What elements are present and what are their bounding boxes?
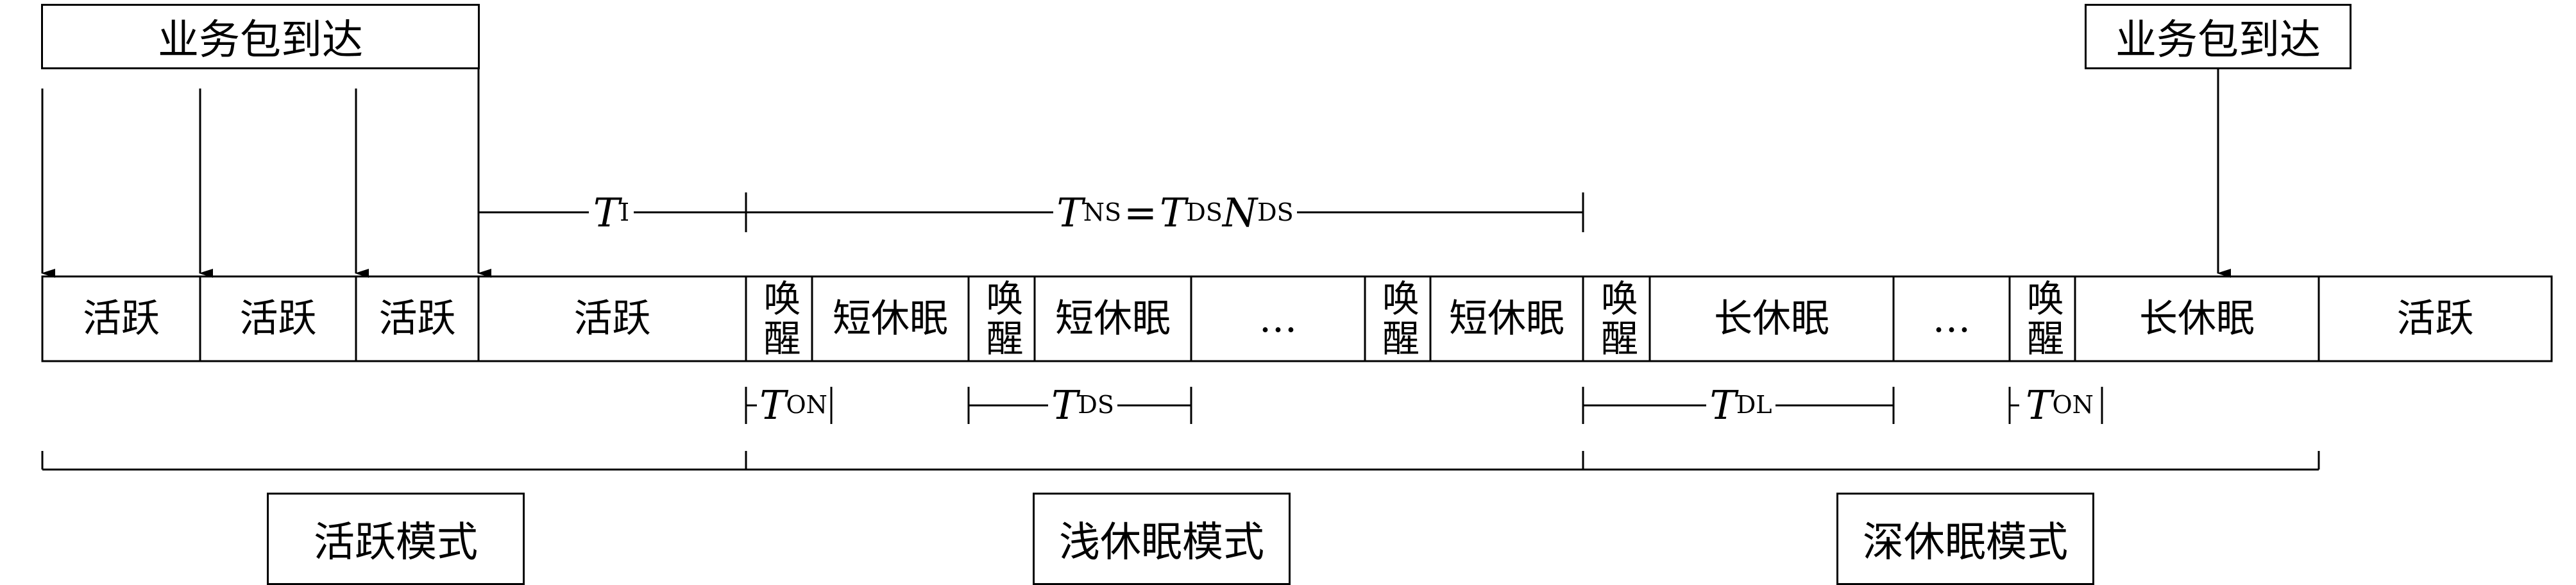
- mode-light-sleep-box: 浅休眠模式: [1033, 493, 1291, 585]
- segment-wake-1: 唤醒: [757, 279, 801, 359]
- segment-wake-5: 唤醒: [2021, 279, 2064, 359]
- arrival-label-right: 业务包到达: [2085, 4, 2351, 69]
- segment-dividers: [199, 276, 2320, 361]
- span-lines-top: [479, 192, 1584, 232]
- segment-active-5: 活跃: [2396, 296, 2474, 341]
- segment-wake-3: 唤醒: [1376, 279, 1419, 359]
- span-lines-bottom: [745, 387, 2103, 424]
- arrival-arrows: [41, 69, 2231, 278]
- segment-long-sleep-1: 长休眠: [1714, 296, 1829, 341]
- segment-ellipsis-2: …: [1932, 296, 1971, 341]
- segment-short-sleep-2: 短休眠: [1055, 296, 1171, 341]
- arrival-label-left: 业务包到达: [41, 4, 480, 69]
- segment-wake-2: 唤醒: [979, 279, 1024, 359]
- timeline-bar: [41, 275, 2553, 362]
- segment-wake-4: 唤醒: [1595, 279, 1638, 359]
- mode-brackets: [41, 451, 2320, 471]
- segment-short-sleep-1: 短休眠: [833, 296, 948, 341]
- mode-active-box: 活跃模式: [267, 493, 525, 585]
- segment-long-sleep-2: 长休眠: [2139, 296, 2255, 341]
- segment-short-sleep-3: 短休眠: [1449, 296, 1564, 341]
- segment-active-3: 活跃: [378, 296, 456, 341]
- segment-active-1: 活跃: [83, 296, 160, 341]
- segment-active-4: 活跃: [573, 296, 651, 341]
- mode-deep-sleep-box: 深休眠模式: [1836, 493, 2094, 585]
- segment-ellipsis-1: …: [1258, 296, 1298, 341]
- segment-active-2: 活跃: [239, 296, 317, 341]
